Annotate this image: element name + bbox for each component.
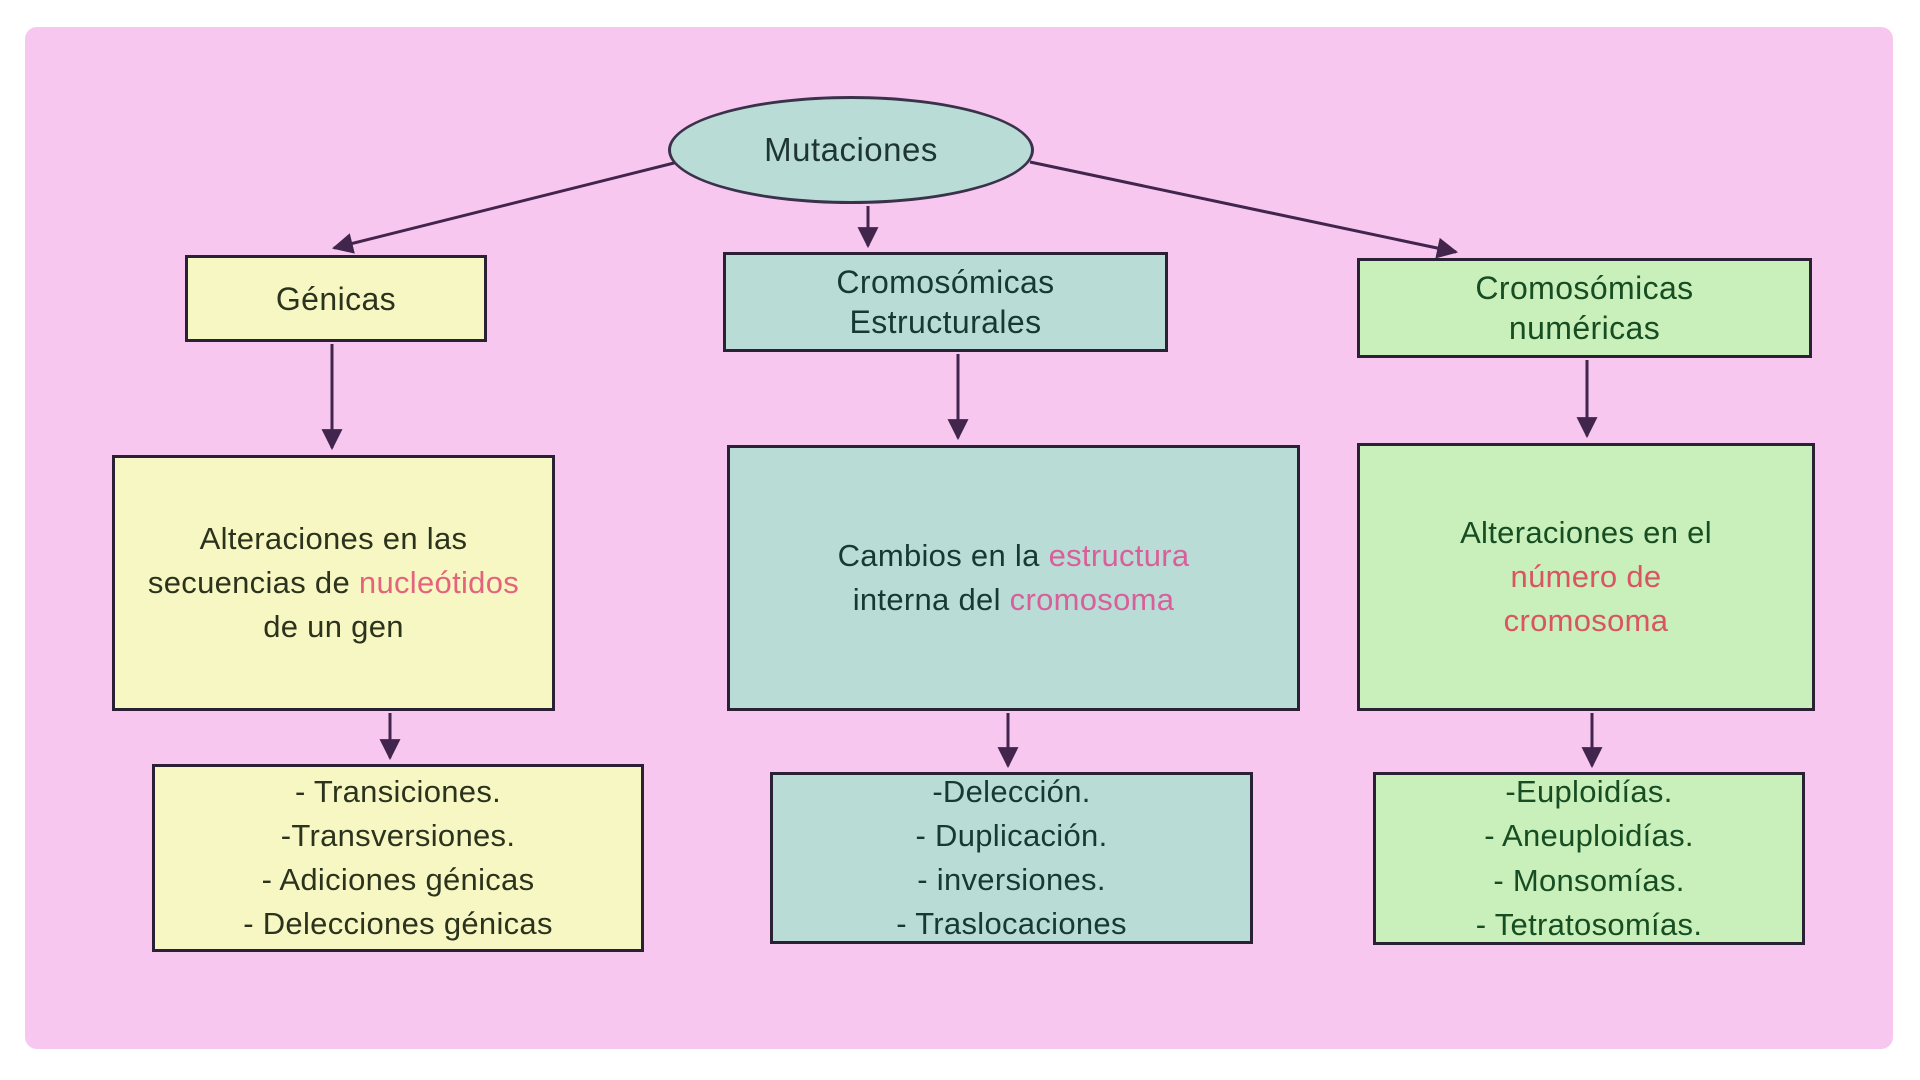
list-item: -Transversiones.	[280, 817, 516, 853]
desc-text: de un gen	[263, 609, 404, 644]
desc-genicas-line2: secuencias de nucleótidos	[148, 561, 519, 605]
header-line1: Cromosómicas	[836, 264, 1055, 300]
list-item: - Delecciones génicas	[243, 906, 553, 942]
desc-text: secuencias de	[147, 564, 359, 600]
desc-accent-text: número de	[1510, 558, 1662, 594]
desc-text: interna del	[852, 582, 1010, 617]
list-item: - Aneuploidías.	[1484, 818, 1694, 854]
desc-text: Alteraciones en el	[1460, 514, 1712, 550]
header-cromosomicas-numericas: Cromosómicas numéricas	[1357, 258, 1812, 358]
list-item: - Transiciones.	[294, 773, 502, 809]
desc-accent-text: cromosoma	[1009, 582, 1175, 617]
desc-cromosomicas-numericas: Alteraciones en el número de cromosoma	[1357, 443, 1815, 711]
desc-genicas-line1: Alteraciones en las	[200, 517, 468, 561]
header-cromosomicas-estructurales: Cromosómicas Estructurales	[723, 252, 1168, 352]
list-item: - Adiciones génicas	[261, 862, 535, 897]
desc-accent-text: cromosoma	[1503, 603, 1669, 638]
list-item: - Tetratosomías.	[1475, 906, 1703, 942]
header-line1: Cromosómicas	[1475, 270, 1694, 306]
root-label: Mutaciones	[764, 131, 938, 168]
header-genicas-line1: Génicas	[275, 280, 397, 317]
list-item: - inversiones.	[917, 862, 1106, 897]
root-node-mutaciones: Mutaciones	[668, 96, 1034, 204]
header-line2: numéricas	[1508, 310, 1661, 346]
header-genicas: Génicas	[185, 255, 487, 342]
list-item: - Traslocaciones	[896, 906, 1127, 942]
desc-genicas: Alteraciones en las secuencias de nucleó…	[112, 455, 555, 711]
desc-line2: interna del cromosoma	[853, 578, 1175, 622]
list-item: - Monsomías.	[1493, 862, 1685, 898]
desc-text: Cambios en la	[837, 537, 1049, 573]
desc-text: Alteraciones en las	[199, 520, 468, 556]
header-line2: Estructurales	[849, 304, 1042, 340]
desc-accent-text: estructura	[1048, 537, 1190, 573]
list-cromosomicas-estructurales: -Delección. - Duplicación. - inversiones…	[770, 772, 1253, 944]
desc-genicas-line3: de un gen	[263, 605, 404, 649]
list-item: -Delección.	[932, 773, 1091, 809]
list-cromosomicas-numericas: -Euploidías. - Aneuploidías. - Monsomías…	[1373, 772, 1805, 945]
desc-line1: Cambios en la estructura	[838, 534, 1190, 578]
desc-line3: cromosoma	[1504, 599, 1669, 643]
list-item: - Duplicación.	[915, 817, 1108, 853]
desc-accent-text: nucleótidos	[358, 564, 520, 600]
list-item: -Euploidías.	[1505, 774, 1673, 810]
desc-cromosomicas-estructurales: Cambios en la estructura interna del cro…	[727, 445, 1300, 711]
list-genicas: - Transiciones. -Transversiones. - Adici…	[152, 764, 644, 952]
desc-line2: número de	[1511, 555, 1662, 599]
desc-line1: Alteraciones en el	[1460, 511, 1712, 555]
